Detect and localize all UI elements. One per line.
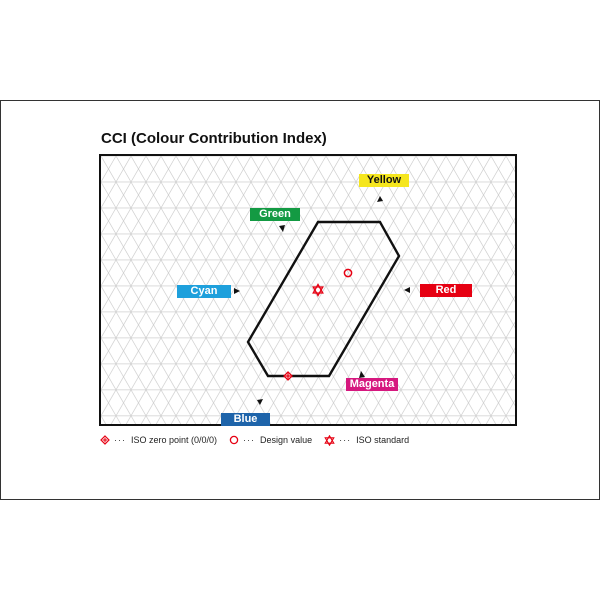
circle-icon [229,435,239,445]
iso-standard-marker-icon [312,283,324,297]
design-value-marker-icon [343,268,353,278]
magenta-label: Magenta [346,378,398,391]
red-pointer-icon [404,287,410,293]
blue-pointer-icon [257,399,263,405]
magenta-pointer-icon [359,371,365,378]
diamond-plus-icon [100,435,110,445]
legend-separator: ··· [339,435,352,445]
cci-hexagon-outline [246,220,401,378]
legend-label-iso-standard: ISO standard [356,435,410,445]
cyan-label: Cyan [177,285,231,298]
legend-item-design-value: ··· Design value [229,435,312,445]
yellow-pointer-icon [377,196,383,202]
chart-title: CCI (Colour Contribution Index) [101,130,327,147]
red-label: Red [420,284,472,297]
iso-zero-point-marker-icon [283,371,293,381]
star-of-david-icon [324,434,335,446]
legend-separator: ··· [114,435,126,445]
legend-label-design-value: Design value [260,435,313,445]
green-pointer-icon [279,225,285,232]
legend-item-iso-zero: ··· ISO zero point (0/0/0) [100,435,217,445]
green-label: Green [250,208,300,221]
legend: ··· ISO zero point (0/0/0) ··· Design va… [100,433,421,447]
legend-label-iso-zero: ISO zero point (0/0/0) [131,435,218,445]
cyan-pointer-icon [234,288,240,294]
blue-label: Blue [221,413,270,426]
legend-item-iso-standard: ··· ISO standard [324,434,410,446]
yellow-label: Yellow [359,174,409,187]
legend-separator: ··· [243,435,256,445]
